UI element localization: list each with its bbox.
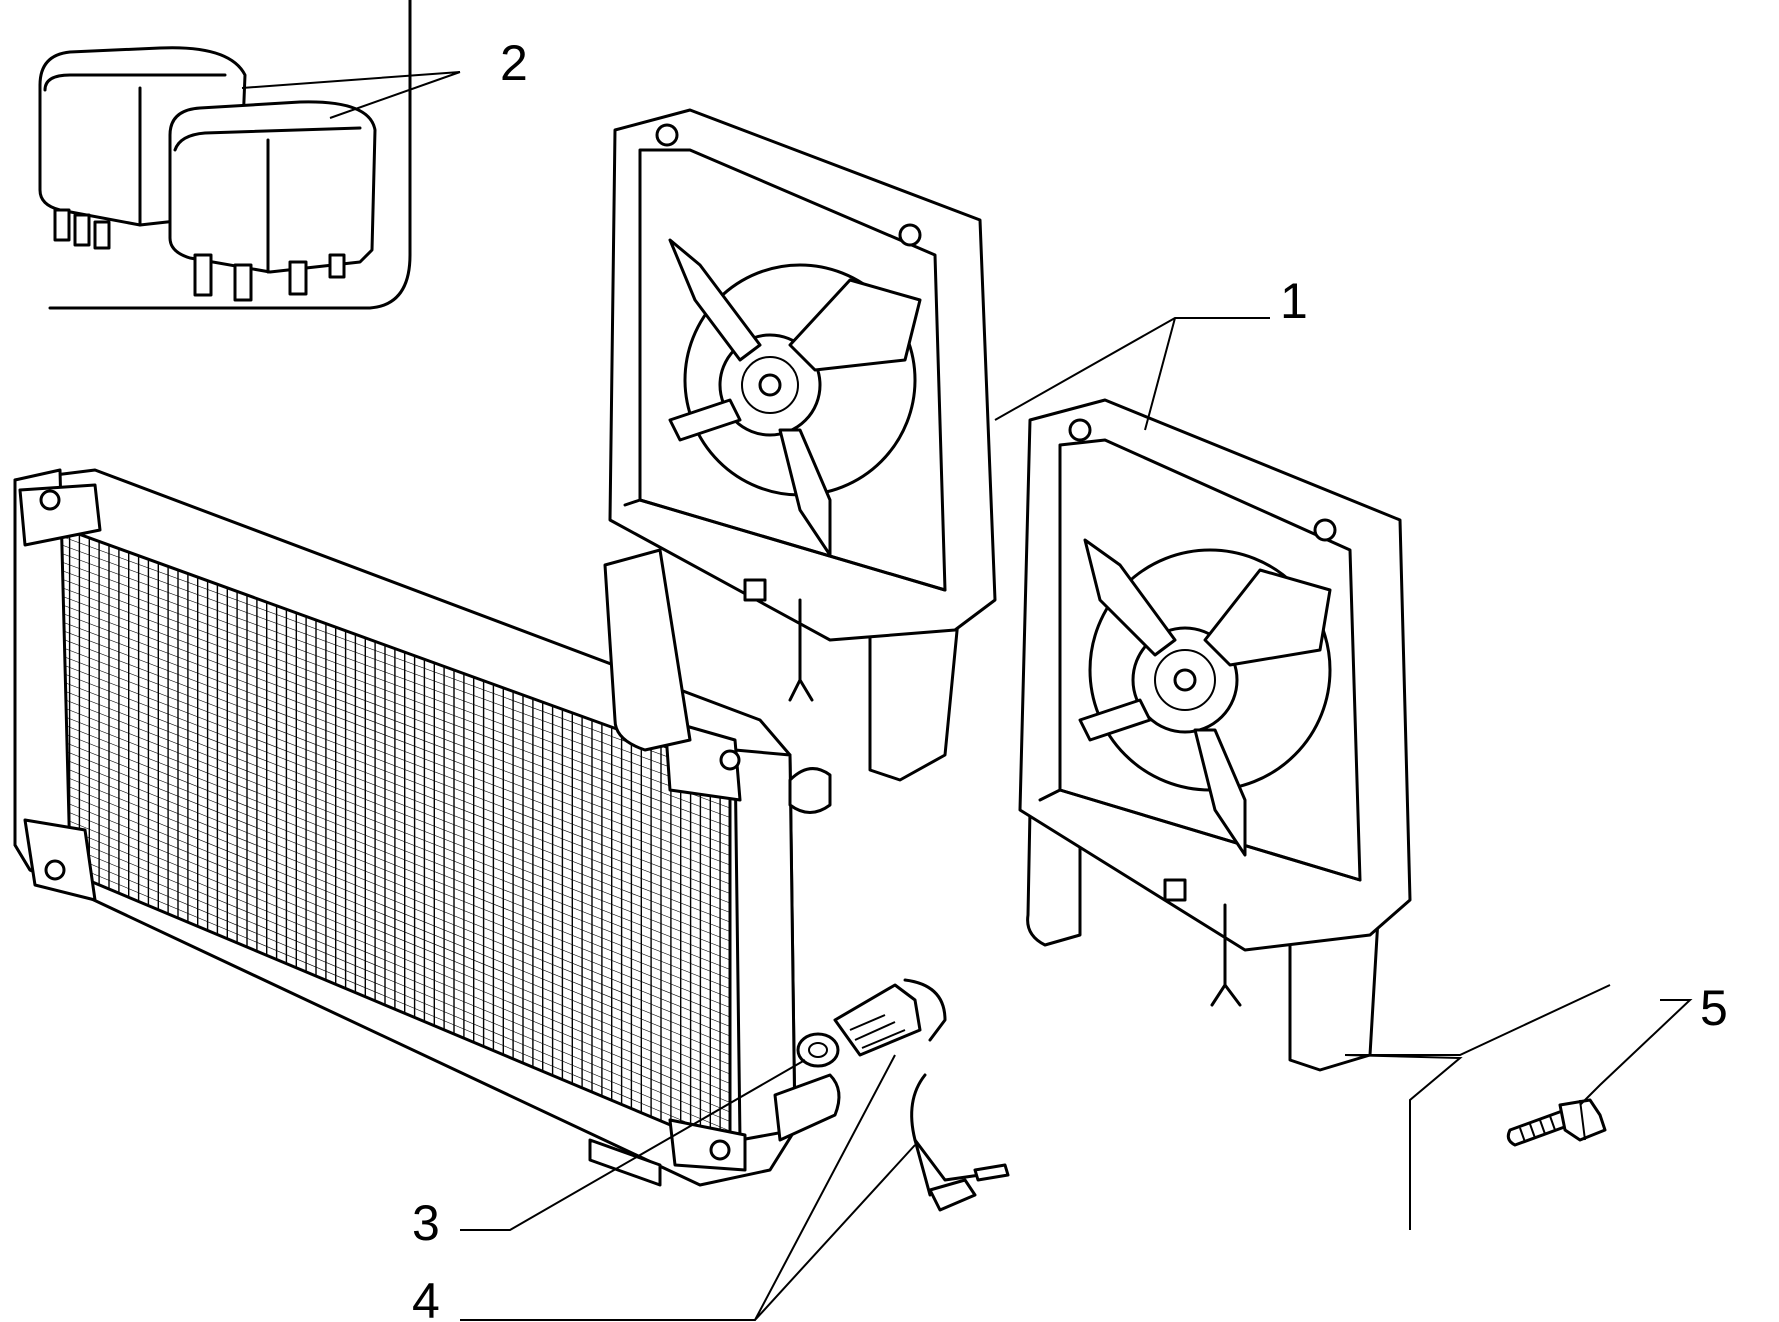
radiator-tube	[39, 638, 731, 904]
radiator-tube	[39, 528, 731, 780]
radiator-tube	[39, 689, 731, 961]
callout-3: 3	[412, 1195, 440, 1251]
radiator-tube	[39, 672, 731, 942]
radiator-tube	[39, 698, 731, 970]
radiator-tube	[39, 800, 731, 1084]
radiator-tube	[39, 723, 731, 999]
callout-1: 1	[1280, 273, 1308, 329]
leader-line-1	[994, 317, 1270, 431]
radiator-tube	[39, 562, 731, 818]
seal-washer	[796, 1032, 840, 1068]
radiator-tube	[39, 715, 731, 989]
radiator-tube	[39, 545, 731, 799]
radiator-tube	[39, 783, 731, 1065]
radiator-tube	[39, 655, 731, 923]
callout-2: 2	[500, 35, 528, 91]
radiator-tube	[39, 536, 731, 790]
radiator-tube	[39, 774, 731, 1056]
radiator-tube	[39, 808, 731, 1094]
bracket-line	[1344, 984, 1611, 1230]
fan-assembly-lower	[1018, 398, 1412, 1072]
leader-line-4	[460, 1054, 916, 1321]
radiator-tube	[39, 647, 731, 913]
radiator-tube	[39, 587, 731, 847]
radiator-tube	[39, 749, 731, 1027]
radiator-tube	[39, 630, 731, 894]
callout-4: 4	[412, 1273, 440, 1322]
radiator-tube	[39, 604, 731, 866]
radiator-tube	[39, 613, 731, 875]
radiator-tube	[39, 740, 731, 1018]
radiator-tube	[39, 757, 731, 1037]
radiator-tube	[39, 664, 731, 932]
radiator-tube	[39, 834, 731, 1122]
leader-line-5	[1579, 999, 1693, 1106]
radiator-tube	[39, 766, 731, 1046]
radiator-tube	[39, 851, 731, 1141]
radiator-tube	[39, 732, 731, 1008]
leader-line-3	[460, 1059, 806, 1231]
radiator-tube	[39, 842, 731, 1132]
thermal-switch	[833, 978, 1010, 1212]
radiator-tube	[39, 791, 731, 1075]
radiator-fins	[39, 523, 731, 1146]
radiator-tube	[39, 621, 731, 885]
callout-5: 5	[1700, 980, 1728, 1036]
fan-assembly-upper	[603, 108, 997, 782]
relay-inset	[38, 0, 461, 310]
radiator-tube	[39, 570, 731, 828]
screw	[1506, 1098, 1607, 1147]
radiator-tube	[39, 825, 731, 1113]
radiator-tube	[39, 579, 731, 837]
relay-right	[168, 100, 377, 302]
radiator-tube	[39, 553, 731, 809]
radiator-tube	[39, 817, 731, 1103]
radiator-tube	[39, 681, 731, 951]
radiator-tube	[39, 706, 731, 980]
radiator-tube	[39, 596, 731, 856]
